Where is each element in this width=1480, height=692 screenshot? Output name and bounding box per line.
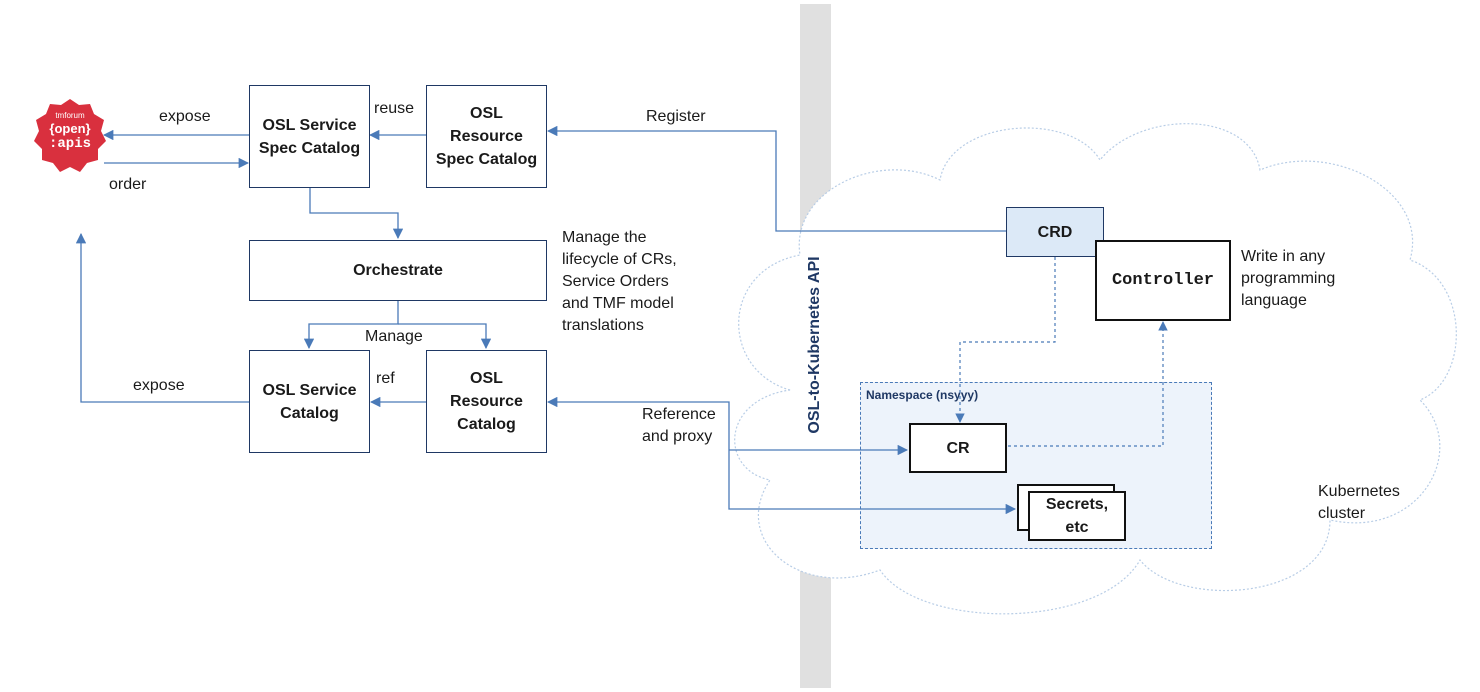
osl-resource-catalog-box: OSL Resource Catalog bbox=[426, 350, 547, 453]
label-register: Register bbox=[646, 108, 706, 125]
osl-service-catalog-box: OSL Service Catalog bbox=[249, 350, 370, 453]
label-ref: ref bbox=[376, 370, 395, 387]
osl-service-spec-catalog-box: OSL Service Spec Catalog bbox=[249, 85, 370, 188]
edge-reference-proxy bbox=[546, 396, 730, 450]
label-write-any-language: Write in any programming language bbox=[1241, 248, 1336, 309]
label-manage-lifecycle: Manage the lifecycle of CRs, Service Ord… bbox=[562, 229, 677, 334]
label-reference-proxy: Reference and proxy bbox=[642, 406, 716, 445]
edge-to-secrets bbox=[728, 450, 1017, 515]
secrets-box: Secrets, etc bbox=[1028, 491, 1126, 541]
cr-box: CR bbox=[909, 423, 1007, 473]
namespace-label: Namespace (nsyyy) bbox=[866, 388, 979, 402]
logo-text-apis: :apis bbox=[48, 136, 91, 152]
label-expose-top: expose bbox=[159, 108, 211, 125]
edge-expose-bottom bbox=[75, 232, 250, 403]
edge-cr-to-controller bbox=[1008, 321, 1168, 447]
label-order: order bbox=[109, 176, 147, 193]
label-expose-bottom: expose bbox=[133, 377, 185, 394]
controller-box: Controller bbox=[1095, 240, 1231, 321]
logo-text-tmforum: tmforum bbox=[55, 111, 85, 120]
edge-manage-left bbox=[303, 301, 399, 350]
logo-text-open: {open} bbox=[49, 121, 91, 136]
edge-spec-to-orchestrate bbox=[309, 188, 404, 240]
orchestrate-box: Orchestrate bbox=[249, 240, 547, 301]
label-manage: Manage bbox=[365, 328, 423, 345]
edge-manage-right bbox=[398, 323, 492, 350]
label-kubernetes-cluster: Kubernetes cluster bbox=[1318, 483, 1400, 522]
osl-resource-spec-catalog-box: OSL Resource Spec Catalog bbox=[426, 85, 547, 188]
edge-crd-to-cr bbox=[955, 257, 1056, 423]
crd-box: CRD bbox=[1006, 207, 1104, 257]
edge-register bbox=[546, 125, 1006, 232]
label-reuse: reuse bbox=[374, 100, 415, 117]
